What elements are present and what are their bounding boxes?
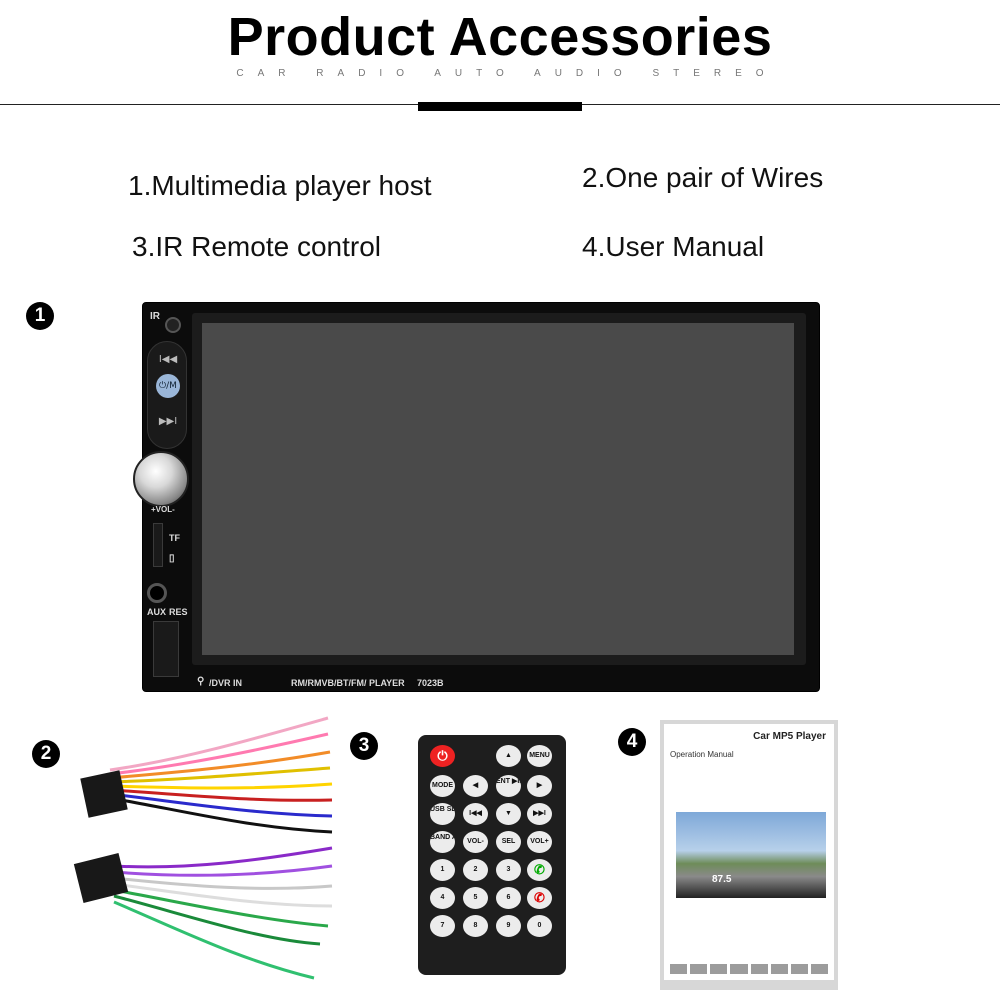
remote-key-9: 9 (496, 915, 521, 937)
manual-page: Car MP5 Player Operation Manual 87.5 (664, 724, 834, 980)
user-manual: Car MP5 Player Operation Manual 87.5 (660, 720, 838, 990)
tf-card-slot (153, 523, 163, 567)
touch-screen (202, 323, 794, 655)
power-mode-button: ⏻/M (156, 374, 180, 398)
ir-label: IR (150, 311, 160, 322)
page-subtitle: CAR RADIO AUTO AUDIO STEREO (236, 68, 778, 79)
camera-icon: ⚲ (197, 676, 205, 687)
remote-band-ams-button: BAND AMS (430, 831, 455, 853)
badge-4: 4 (618, 728, 646, 756)
remote-vol-up-button: VOL+ (527, 831, 552, 853)
item-1-label: 1.Multimedia player host (128, 170, 432, 201)
remote-key-7: 7 (430, 915, 455, 937)
remote-down-button: ▼ (496, 803, 521, 825)
player-format-label: RM/RMVB/BT/FM/ PLAYER (291, 678, 405, 688)
remote-key-5: 5 (463, 887, 488, 909)
remote-vol-down-button: VOL- (463, 831, 488, 853)
wire-harness (73, 716, 333, 980)
remote-enter-button: ENT ▶II (496, 775, 521, 797)
lower-slot (153, 621, 179, 677)
remote-usb-sd-button: USB SD (430, 803, 455, 825)
manual-frequency-readout: 87.5 (712, 874, 732, 885)
remote-next-button: ▶▶I (527, 803, 552, 825)
remote-key-6: 6 (496, 887, 521, 909)
wire-bundle-lower (113, 846, 333, 980)
item-4-label: 4.User Manual (582, 231, 765, 262)
next-track-icon: ▶▶I (158, 416, 178, 427)
remote-mode-button: MODE (430, 775, 455, 797)
remote-key-3: 3 (496, 859, 521, 881)
remote-menu-button: MENU (527, 745, 552, 767)
manual-cover-image: 87.5 (676, 812, 826, 898)
badge-2: 2 (32, 740, 60, 768)
remote-call-answer-icon: ✆ (527, 859, 552, 881)
remote-key-1: 1 (430, 859, 455, 881)
manual-subtitle: Operation Manual (670, 750, 734, 759)
header-rule-accent (418, 102, 582, 111)
badge-3: 3 (350, 732, 378, 760)
remote-up-button: ▲ (496, 745, 521, 767)
ir-sensor (165, 317, 181, 333)
multimedia-player-host: IR I◀◀ ⏻/M ▶▶I +VOL- TF ▯ AUX RES ⚲ /DVR… (133, 302, 820, 692)
remote-prev-button: I◀◀ (463, 803, 488, 825)
badge-1: 1 (26, 302, 54, 330)
item-2-label: 2.One pair of Wires (582, 162, 824, 193)
side-button-pill: I◀◀ ⏻/M ▶▶I (147, 341, 187, 449)
tf-label: TF (169, 533, 180, 543)
sd-card-icon: ▯ (169, 553, 175, 564)
remote-power-button: ⏻ (430, 745, 455, 767)
remote-call-hangup-icon: ✆ (527, 887, 552, 909)
dvr-in-label: /DVR IN (209, 678, 243, 688)
remote-right-button: ▶ (527, 775, 552, 797)
aux-jack (147, 583, 167, 603)
volume-knob (133, 451, 189, 507)
remote-sel-button: SEL (496, 831, 521, 853)
prev-track-icon: I◀◀ (158, 354, 178, 365)
res-label: RES (169, 607, 188, 617)
item-3-label: 3.IR Remote control (132, 231, 381, 262)
remote-key-0: 0 (527, 915, 552, 937)
page-title: Product Accessories (227, 7, 773, 67)
remote-key-4: 4 (430, 887, 455, 909)
manual-feature-icons (670, 964, 828, 974)
remote-key-2: 2 (463, 859, 488, 881)
remote-key-8: 8 (463, 915, 488, 937)
aux-label: AUX (147, 607, 167, 617)
volume-label: +VOL- (151, 505, 175, 514)
wire-bundle-upper (109, 716, 333, 834)
model-label: 7023B (417, 678, 444, 688)
connector-upper (80, 770, 128, 818)
remote-left-button: ◀ (463, 775, 488, 797)
connector-lower (73, 853, 129, 903)
ir-remote-control: ⏻ ▲ MENU MODE ◀ ENT ▶II ▶ USB SD I◀◀ ▼ ▶… (418, 735, 566, 975)
manual-title: Car MP5 Player (753, 731, 826, 742)
